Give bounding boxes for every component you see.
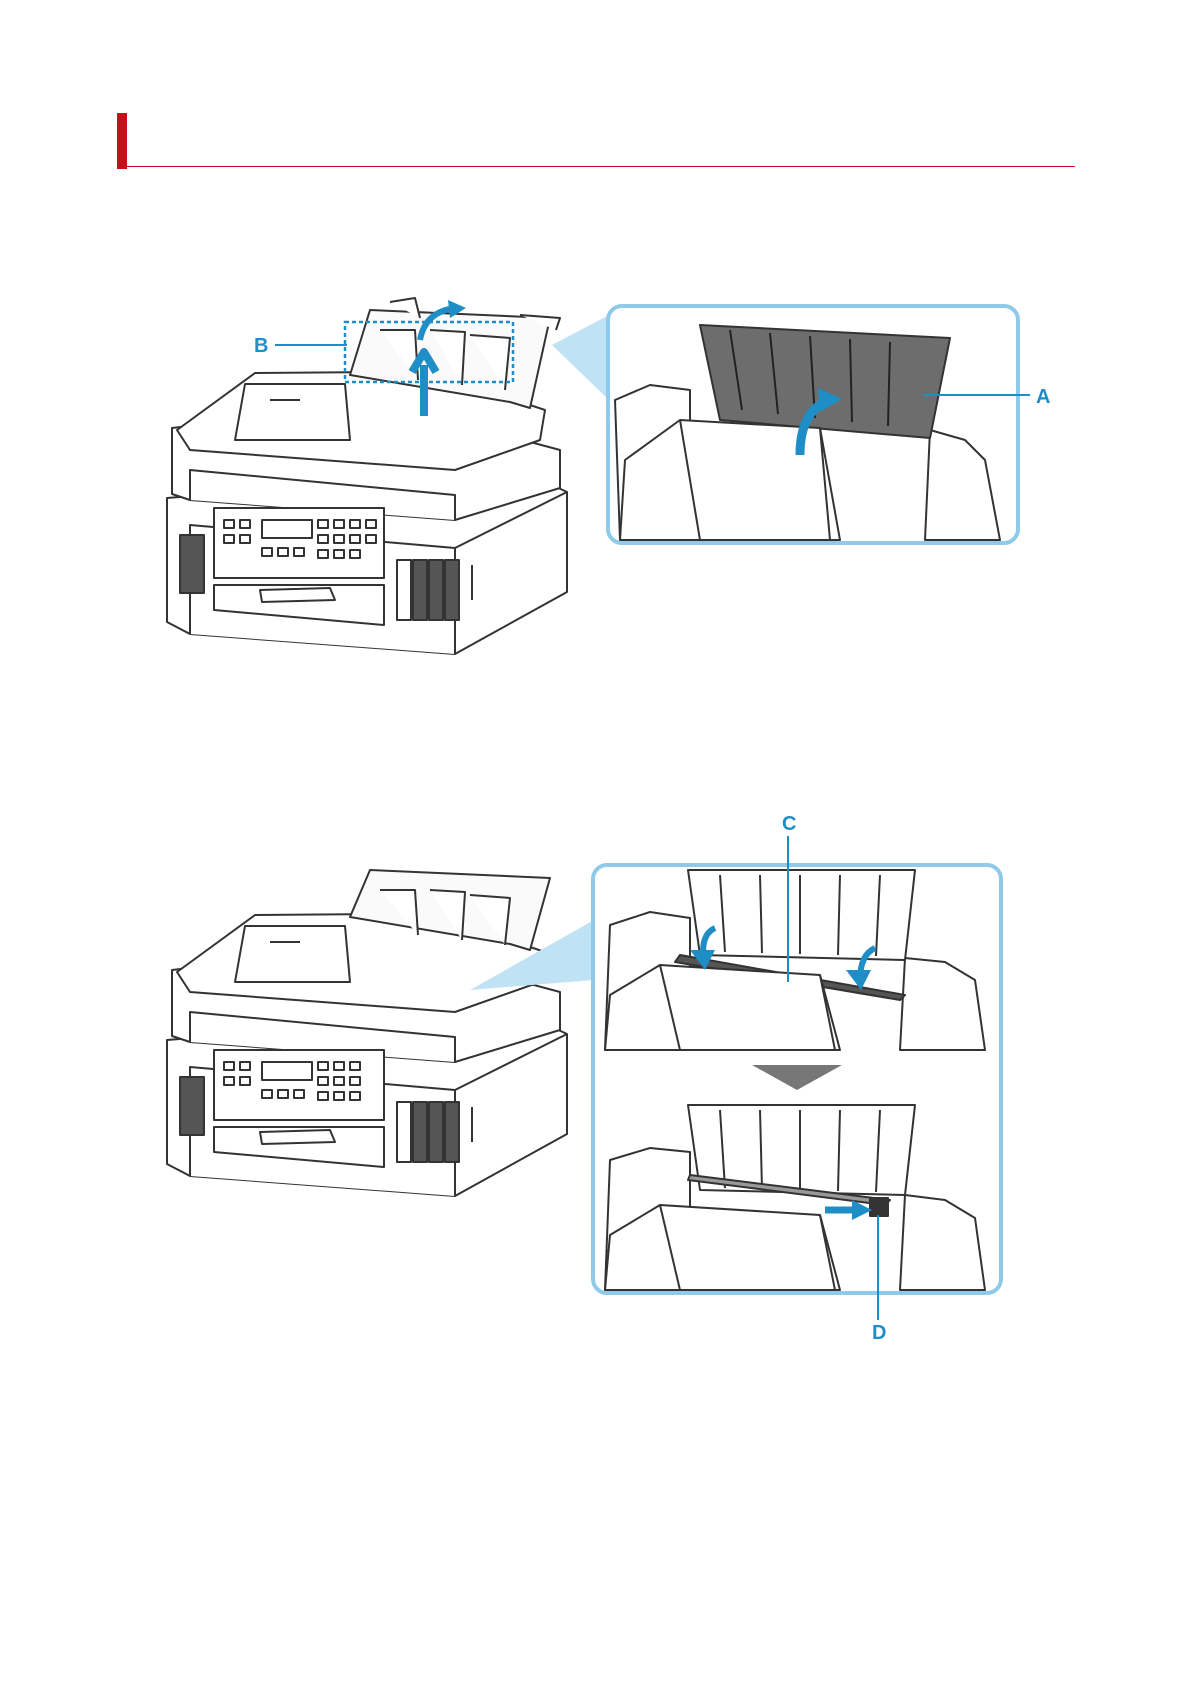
callout-label-d: D <box>872 1323 886 1343</box>
zoom-beam <box>552 315 609 400</box>
callout-label-c: C <box>782 814 796 834</box>
callout-label-a: A <box>1036 387 1050 407</box>
callout-label-b: B <box>254 336 268 356</box>
figure1-printer-illustration <box>167 298 567 654</box>
figure2-printer-illustration <box>167 870 567 1196</box>
